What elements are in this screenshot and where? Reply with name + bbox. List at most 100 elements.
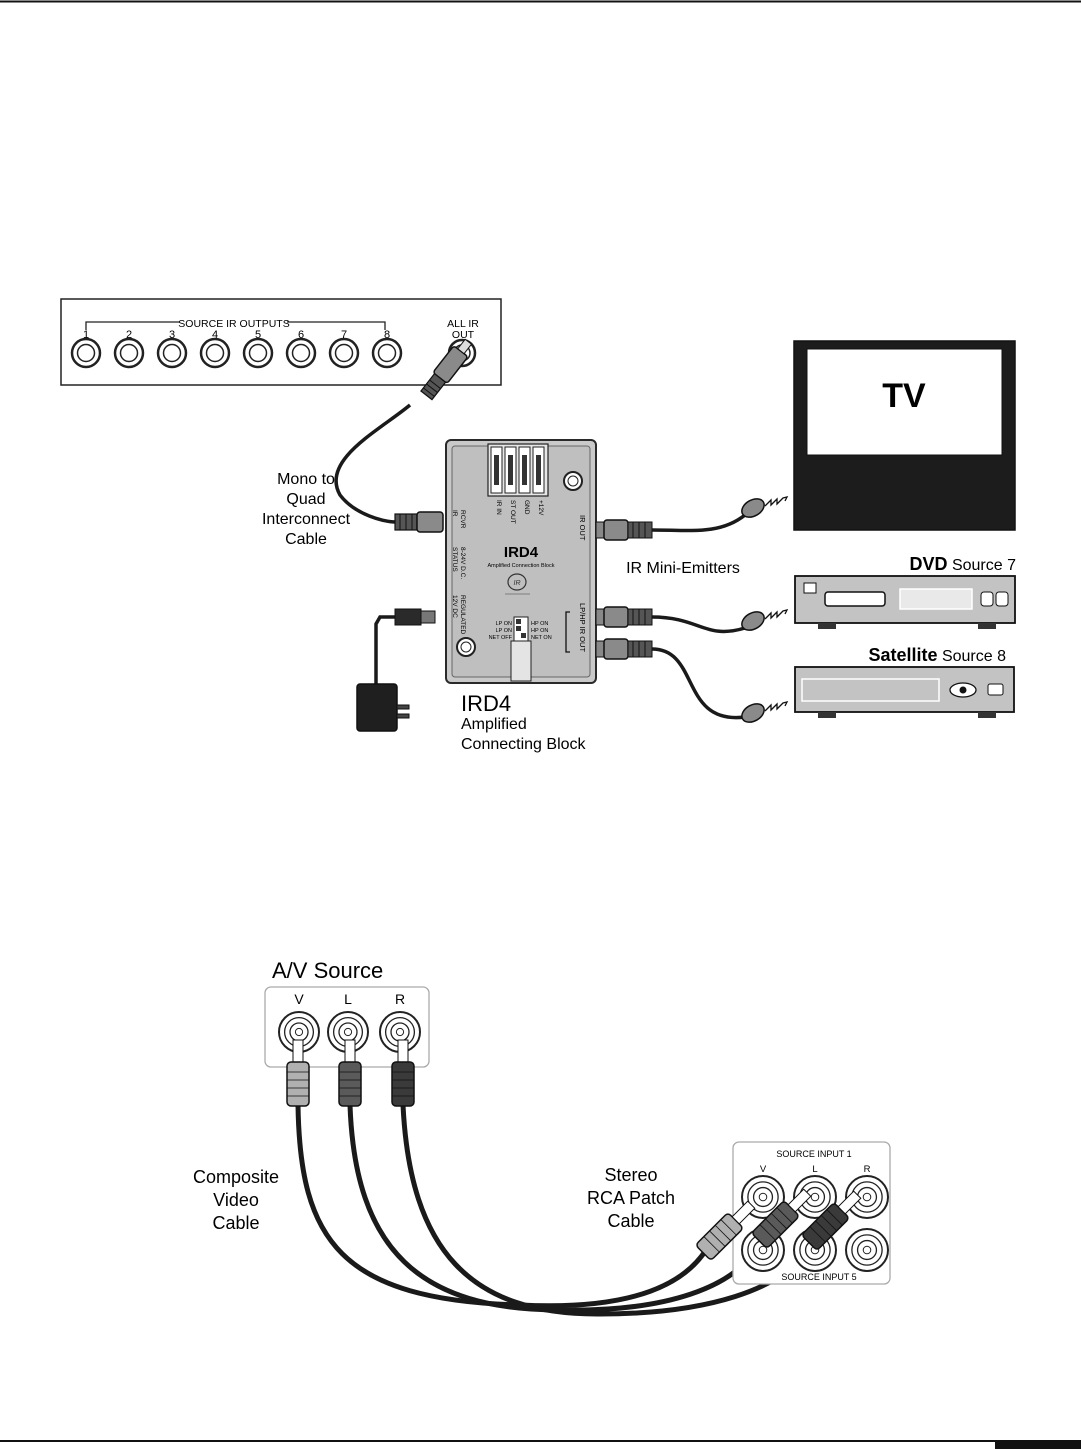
av-source-jack-r[interactable] xyxy=(379,1011,421,1053)
ird4-box-logo: IRD4 xyxy=(504,544,539,561)
source-input-plug-v xyxy=(696,1200,756,1260)
ir-output-jack-5[interactable] xyxy=(242,337,274,369)
av-plug-l xyxy=(338,1039,362,1107)
power-adapter xyxy=(356,608,436,732)
ird4-caption: IRD4 Amplified Connecting Block xyxy=(461,691,587,753)
composite-line-3: Cable xyxy=(212,1213,259,1233)
source-input-jack-6[interactable] xyxy=(845,1228,889,1272)
dip-left-3: NET OFF xyxy=(489,635,513,641)
ir-jack-number-6: 6 xyxy=(298,329,304,341)
dip-right-3: NET ON xyxy=(531,635,552,641)
satellite-name: Satellite xyxy=(868,645,937,665)
composite-line-1: Composite xyxy=(193,1167,279,1187)
ir-output-jack-6[interactable] xyxy=(285,337,317,369)
ir-output-jack-4[interactable] xyxy=(199,337,231,369)
dvd-label: DVD Source 7 xyxy=(909,554,1016,574)
stereo-line-2: RCA Patch xyxy=(587,1188,675,1208)
ir-jack-number-2: 2 xyxy=(126,329,132,341)
mono-cable-label: Mono to Quad Interconnect Cable xyxy=(262,471,351,548)
av-source-panel: V L R xyxy=(264,986,430,1068)
source-input-5-label: SOURCE INPUT 5 xyxy=(781,1272,856,1282)
dvd-player xyxy=(794,575,1016,629)
ir-signal-icon xyxy=(764,701,789,712)
ird4-caption-title: IRD4 xyxy=(461,691,511,716)
ird4-box-subtitle: Amplified Connection Block xyxy=(488,563,555,569)
tv-device: TV xyxy=(793,340,1016,531)
terminal-ir-in: IR IN xyxy=(495,500,502,515)
voltage-label: 8-24V D.C. xyxy=(459,547,466,579)
tv-label: TV xyxy=(882,377,926,415)
mono-cable-line-4: Cable xyxy=(285,531,327,548)
dip-left-2: LP ON xyxy=(496,628,512,634)
ir-rcvr-label-2: RCVR xyxy=(459,510,466,529)
composite-cable-label: Composite Video Cable xyxy=(193,1167,279,1233)
dvd-name: DVD xyxy=(909,554,947,574)
source-input-jack-3[interactable] xyxy=(845,1175,889,1219)
ir-jack-number-8: 8 xyxy=(384,329,390,341)
av-plug-r xyxy=(391,1039,415,1107)
all-ir-label-2: OUT xyxy=(452,329,475,341)
status-label: STATUS xyxy=(451,547,458,572)
terminal-st-out: ST OUT xyxy=(509,500,516,524)
ir-signal-icon xyxy=(764,496,789,507)
ir-output-jack-2[interactable] xyxy=(113,337,145,369)
source-ir-outputs-label: SOURCE IR OUTPUTS xyxy=(178,318,289,330)
dip-right-2: HP ON xyxy=(531,628,548,634)
terminal-12v: +12V xyxy=(537,500,544,516)
av-source-jack-v[interactable] xyxy=(278,1011,320,1053)
av-source-title: A/V Source xyxy=(272,958,383,983)
mono-cable-line-2: Quad xyxy=(286,491,325,508)
dvd-source: Source 7 xyxy=(952,557,1016,574)
si-jack-r-label: R xyxy=(864,1164,871,1175)
ir-output-jack-7[interactable] xyxy=(328,337,360,369)
dip-left-1: LP ON xyxy=(496,621,512,627)
ir-output-jack-1[interactable] xyxy=(70,337,102,369)
ir-rcvr-label-1: IR xyxy=(451,510,458,517)
emitter-plug-2[interactable] xyxy=(595,606,653,628)
ir-output-jack-3[interactable] xyxy=(156,337,188,369)
dc-label: 12V DC xyxy=(451,595,458,618)
all-ir-label-1: ALL IR xyxy=(447,318,479,330)
ir-out-port-label: IR OUT xyxy=(578,515,587,541)
satellite-receiver xyxy=(794,666,1015,718)
ir-emitter-cables xyxy=(595,496,789,723)
si-jack-v-label: V xyxy=(760,1164,767,1175)
ir-jack-number-5: 5 xyxy=(255,329,261,341)
ir-output-jack-8[interactable] xyxy=(371,337,403,369)
regulated-label: REGULATED xyxy=(459,595,466,635)
ird4-caption-line2: Connecting Block xyxy=(461,736,587,753)
source-input-jack-2[interactable] xyxy=(793,1175,837,1219)
mono-interconnect-cable xyxy=(334,338,473,533)
terminal-gnd: GND xyxy=(523,500,530,515)
stereo-line-3: Cable xyxy=(607,1211,654,1231)
satellite-label: Satellite Source 8 xyxy=(868,645,1006,665)
ird4-connection-block: IR IN ST OUT GND +12V IR RCVR STATUS 8-2… xyxy=(445,439,597,684)
emitter-plug-3[interactable] xyxy=(595,638,653,660)
mono-cable-line-1: Mono to xyxy=(277,471,335,488)
stereo-line-1: Stereo xyxy=(604,1165,657,1185)
ir-jack-number-1: 1 xyxy=(83,329,89,341)
emitter-plug-1[interactable] xyxy=(595,519,653,541)
source-input-plug-l xyxy=(752,1188,812,1248)
ir-emitter-3 xyxy=(741,701,789,723)
brand-logo-icon xyxy=(507,573,527,591)
ir-jack-number-4: 4 xyxy=(212,329,218,341)
source-input-panel: SOURCE INPUT 1 V L R SOURCE INPUT 5 xyxy=(732,1141,891,1285)
mono-cable-line-3: Interconnect xyxy=(262,511,351,528)
ir-emitter-2 xyxy=(741,609,789,631)
composite-line-2: Video xyxy=(213,1190,259,1210)
ir-signal-icon xyxy=(764,609,789,620)
ir-jack-number-3: 3 xyxy=(169,329,175,341)
ird4-caption-line1: Amplified xyxy=(461,716,527,733)
stereo-cable-label: Stereo RCA Patch Cable xyxy=(587,1165,675,1231)
av-jack-v-label: V xyxy=(294,991,304,1007)
page-tab xyxy=(995,1441,1081,1449)
av-jack-l-label: L xyxy=(344,991,352,1007)
ir-jack-number-7: 7 xyxy=(341,329,347,341)
av-plug-v xyxy=(286,1039,310,1107)
ir-emitter-1 xyxy=(741,496,789,518)
satellite-source: Source 8 xyxy=(942,648,1006,665)
ir-mini-emitters-label: IR Mini-Emitters xyxy=(626,560,740,577)
source-ir-outputs-panel: SOURCE IR OUTPUTS 1 2 3 4 5 6 7 8 ALL IR OUT xyxy=(60,298,502,386)
